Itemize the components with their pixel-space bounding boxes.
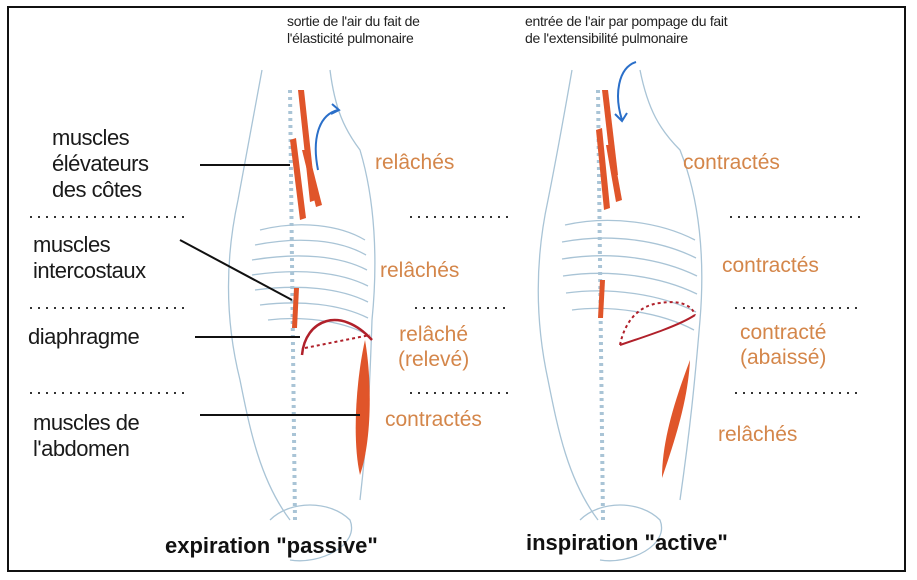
elevator-muscle [596,128,610,210]
label-line: l'abdomen [33,436,130,461]
abdominal-muscle [662,360,690,478]
leader-lines [179,164,360,416]
state-line: relâchés [380,259,460,282]
state-line: contractés [385,408,482,431]
state-inspiration-intercostals: contractés [722,253,819,278]
state-line: contractés [722,254,819,277]
label-line: muscles [33,232,111,257]
state-line: relâchés [718,423,798,446]
elevator-muscle [602,90,618,177]
label-line: muscles de [33,410,140,435]
title-expiration: expiration "passive" [165,533,378,558]
state-expiration-elevators: relâchés [375,150,454,175]
ribs-inspiration [561,219,698,331]
label-diaphragm: diaphragme [28,324,140,350]
label-intercostal-muscles: muscles intercostaux [33,232,146,284]
diagram-frame [7,6,906,572]
state-line: relâché [399,323,469,346]
muscles-expiration [290,90,370,475]
diaphragm-inspiration [619,314,696,346]
label-elevator-muscles: muscles élévateurs des côtes [52,125,149,203]
state-expiration-diaphragm: relâché (relevé) [398,322,469,372]
intercostal-muscle [292,288,299,328]
ribs-expiration [251,224,369,335]
note-line: de l'extensibilité pulmonaire [525,30,688,46]
state-inspiration-diaphragm: contracté (abaissé) [740,320,826,370]
air-out-arrow-icon [314,103,341,171]
air-in-arrow-icon [614,61,637,123]
muscles-inspiration [596,90,690,478]
state-line: contractés [683,151,780,174]
spine-inspiration [596,89,605,521]
note-line: l'élasticité pulmonaire [287,30,414,46]
elevator-muscle [302,150,322,207]
label-abdominal-muscles: muscles de l'abdomen [33,410,140,462]
label-line: intercostaux [33,258,146,283]
label-line: diaphragme [28,324,140,349]
title-inspiration: inspiration "active" [526,530,728,555]
torso-inspiration [537,69,703,562]
abdominal-muscle [355,340,370,475]
note-line: entrée de l'air par pompage du fait [525,13,728,29]
state-inspiration-elevators: contractés [683,150,780,175]
label-line: des côtes [52,177,142,202]
intercostal-muscle [598,280,605,318]
state-line: (relevé) [398,348,470,371]
expiration-note: sortie de l'air du fait de l'élasticité … [287,13,420,47]
state-line: contracté [740,321,827,344]
note-line: sortie de l'air du fait de [287,13,420,29]
torso-expiration [227,69,376,562]
dotted-separators [30,216,860,394]
label-line: muscles [52,125,130,150]
state-expiration-abdominals: contractés [385,407,482,432]
state-line: relâchés [375,151,455,174]
label-line: élévateurs [52,151,149,176]
state-expiration-intercostals: relâchés [380,258,459,283]
elevator-muscle [606,145,622,202]
diaphragm-expiration [300,318,373,356]
inspiration-note: entrée de l'air par pompage du fait de l… [525,13,728,47]
spine-expiration [288,89,297,521]
state-line: (abaissé) [740,346,827,369]
state-inspiration-abdominals: relâchés [718,422,797,447]
elevator-muscle [290,138,306,220]
